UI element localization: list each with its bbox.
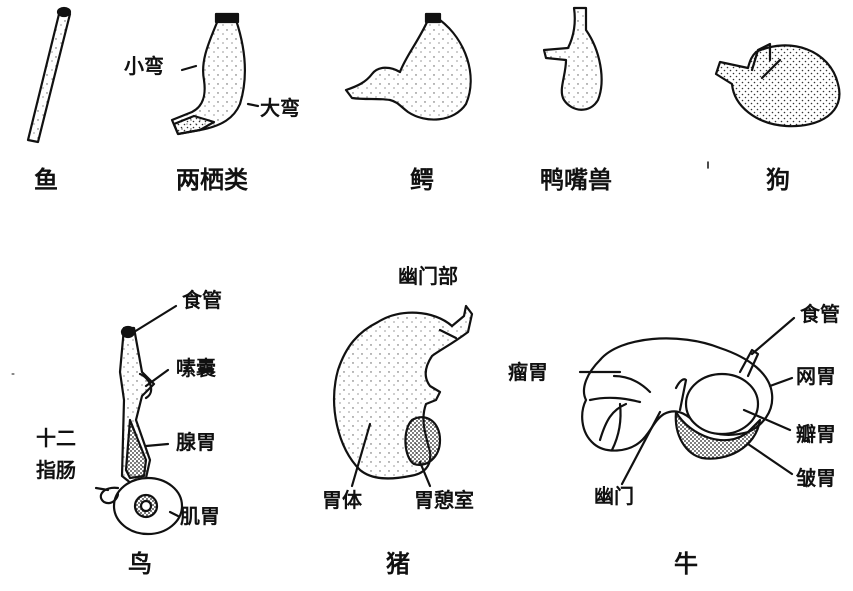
- label-bird-esophagus: 食管: [182, 288, 222, 312]
- caption-fish: 鱼: [34, 166, 58, 194]
- bird-stomach-drawing: [94, 304, 184, 536]
- crocodile-stomach-drawing: [344, 12, 472, 121]
- platypus-stomach-drawing: [542, 6, 603, 111]
- caption-bird: 鸟: [128, 550, 152, 578]
- label-cow-esophagus: 食管: [800, 302, 840, 326]
- label-pig-diverticulum: 胃憩室: [414, 488, 474, 512]
- label-cow-pylorus: 幽门: [594, 484, 634, 508]
- label-bird-duodenum-line2: 指肠: [36, 458, 76, 482]
- label-greater-curvature: 大弯: [260, 96, 300, 120]
- caption-cow: 牛: [674, 550, 698, 578]
- label-bird-crop: 嗉囊: [176, 356, 216, 380]
- amphibian-stomach-drawing: [170, 12, 260, 136]
- pig-stomach-drawing: [333, 304, 474, 488]
- label-cow-rumen: 瘤胃: [508, 360, 548, 384]
- caption-amphibian: 两栖类: [176, 166, 248, 194]
- label-lesser-curvature: 小弯: [124, 54, 164, 78]
- label-bird-duodenum-line1: 十二: [36, 426, 76, 450]
- fish-stomach-drawing: [26, 6, 72, 144]
- label-pig-stomach-body: 胃体: [322, 488, 362, 512]
- caption-pig: 猪: [386, 550, 410, 578]
- caption-dog: 狗: [766, 166, 790, 194]
- label-pig-pylorus-region: 幽门部: [398, 264, 458, 288]
- label-cow-omasum: 瓣胃: [796, 422, 836, 446]
- caption-platypus: 鸭嘴兽: [540, 166, 612, 194]
- cow-stomach-drawing: [578, 316, 796, 486]
- label-bird-gizzard: 肌胃: [180, 504, 220, 528]
- dog-stomach-drawing: [714, 42, 841, 128]
- label-cow-reticulum: 网胃: [796, 364, 836, 388]
- label-cow-abomasum: 皱胃: [796, 466, 836, 490]
- caption-crocodile: 鳄: [410, 166, 434, 194]
- label-bird-proventriculus: 腺胃: [176, 430, 216, 454]
